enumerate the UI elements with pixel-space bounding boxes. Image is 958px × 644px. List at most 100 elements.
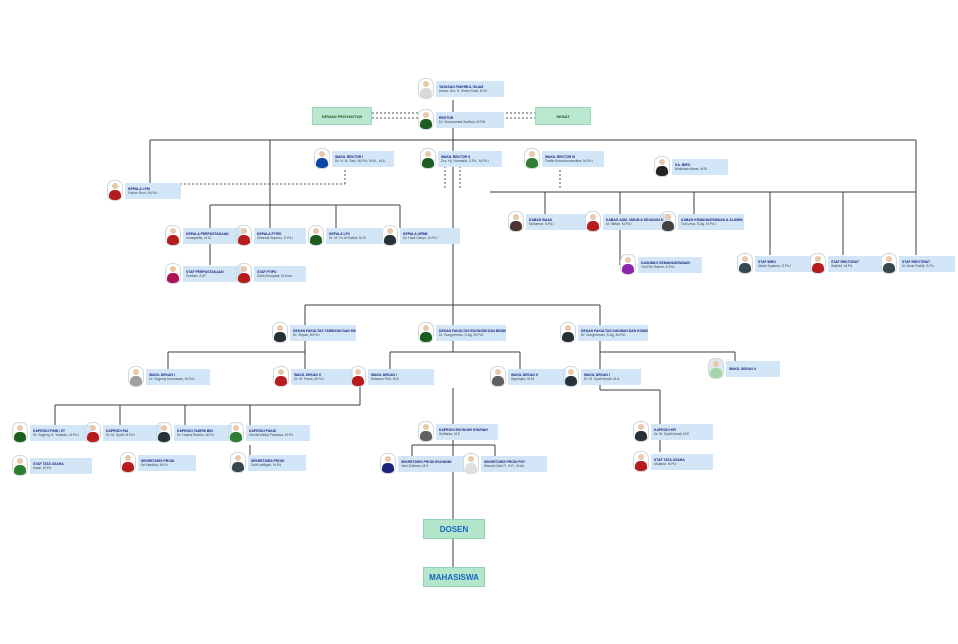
node-person: Dr. Husna Riadho, M.Pd <box>177 432 214 437</box>
node-box: WAKIL REKTOR II Drs. Hj. Nurmalia, S.Pd.… <box>438 150 502 167</box>
node-person: Wakhid, M.Pd <box>831 263 852 268</box>
node-kabiro: KA. BIRO Mukhlash Abrar, M.Si <box>654 156 728 177</box>
node-box: DEKAN FAKULTAS EKONOMI DAN BISNIS ISLAM … <box>436 324 506 341</box>
node-box: SEKRETARIS PRODI PSY Wanda Diah P., S.E.… <box>481 455 547 472</box>
node-person: Dr. Sunghirman, S.Ag, M.Pd.I <box>439 332 484 337</box>
node-box: REKTOR Dr. Muhammad Sulthon, M.PdI <box>436 111 504 128</box>
node-title: KAPRODI PAI <box>106 428 128 433</box>
node-person: Sulfi Latifiyah, M.Pd <box>251 462 281 467</box>
node-box: KA. BIRO Mukhlash Abrar, M.Si <box>672 158 728 175</box>
node-person: Saprinjan, M.M. <box>511 376 535 381</box>
node-person: Dr. Hadi Cahyo, M.Pd.I <box>403 235 438 240</box>
node-kepala-perpustakaan: KEPALA PERPUSTAKAAN Inmayatilla, M.Si <box>165 225 243 246</box>
node-title: KEPALA UPBM <box>403 231 428 236</box>
node-box: KABAG ADM. UMUM & KEUANGAN M. Miftah, M.… <box>603 213 671 230</box>
person-avatar <box>128 366 144 387</box>
node-dekan-fdki: DEKAN FAKULTAS DAKWAH DAN KOMUNIKASI ISL… <box>560 322 648 343</box>
node-box: STAF REKTORAT M. Ainal Fadhil, S.Pd <box>899 255 955 272</box>
node-box: WAKIL REKTOR I Dr. H. M. Zaki, M.Pd.I, M… <box>332 150 394 167</box>
node-person: Sulfianto, M.E <box>439 431 461 436</box>
person-avatar <box>12 455 28 476</box>
person-avatar <box>524 148 540 169</box>
node-title: SEKRETARIS PRODI PSY <box>484 459 526 464</box>
node-person: Dr. Muhammad Sulthon, M.PdI <box>439 119 486 124</box>
senat-box: SENAT <box>535 107 591 125</box>
person-avatar <box>228 422 244 443</box>
node-staf-rektorat-2: STAF REKTORAT M. Ainal Fadhil, S.Pd <box>881 253 955 274</box>
node-title: DEKAN FAKULTAS TARBIYAH DAN KEGURUAN <box>293 328 356 333</box>
node-person: M. Ainal Fadhil, S.Pd <box>902 263 934 268</box>
node-title: WAKIL DEKAN I <box>584 372 610 377</box>
node-kaprodi-pgmi: KAPRODI PGMI / IIT Dr. Sugeng H. Yuliant… <box>12 422 92 443</box>
node-title: REKTOR <box>439 115 454 120</box>
node-wakil-rektor-3: WAKIL REKTOR III Fadila Kusuma warsitha,… <box>524 148 604 169</box>
node-box: YAYASAN FAKHRUL ISLAM Ketua: Drs. H. Ilh… <box>436 80 504 97</box>
person-avatar <box>314 148 330 169</box>
node-title: WAKIL REKTOR I <box>335 154 363 159</box>
node-box: KABAG BAAK Mu'tamar, S.Pd.I <box>526 213 586 230</box>
person-avatar <box>810 253 826 274</box>
node-title: WAKIL DEKAN II <box>294 372 321 377</box>
node-box: STAF TATA USAHA Mujahid, M.Pd <box>651 453 713 470</box>
node-wakil-dekan-2-ftik: WAKIL DEKAN II Dr. M. Faruk, M.Pd.I <box>273 366 353 387</box>
dewan-penyantun-box: DEWAN PENYANTUN <box>312 107 372 125</box>
node-title: KEPALA PTIPD <box>257 231 282 236</box>
node-staf-tata-usaha-1: STAF TATA USAHA Ihsan, M.Pd <box>12 455 92 476</box>
node-person: Ihsan, M.Pd <box>33 465 52 470</box>
person-avatar <box>308 225 324 246</box>
node-sekretaris-prodi-psy: SEKRETARIS PRODI PSY Wanda Diah P., S.E.… <box>463 453 547 474</box>
node-person: Dr. M. Syafi Ismail, M.A <box>584 376 620 381</box>
node-sekretaris-prodi-2: SEKRETARIS PRODI Sulfi Latifiyah, M.Pd <box>230 452 306 473</box>
node-box: KASUBAG KEMAHASISWAAN Yuli Fitri Rahmi, … <box>638 256 702 273</box>
node-staf-ptipd: STAF PTIPD Zaini Khusyadi, M.Kom. <box>236 263 306 284</box>
node-person: Tuti Lesa, S.Ag, M.Pd.I <box>681 221 716 226</box>
node-rektor: REKTOR Dr. Muhammad Sulthon, M.PdI <box>418 109 504 130</box>
node-staf-biro: STAF BIRO Abdul Syakum, S.Pd.I <box>737 253 811 274</box>
node-title: DEKAN FAKULTAS DAKWAH DAN KOMUNIKASI ISL… <box>581 328 648 333</box>
node-kaprodi-pai: KAPRODI PAI Dr. M. Syafi, M.Pd.I <box>85 422 161 443</box>
person-avatar <box>12 422 28 443</box>
node-staf-perpustakaan: STAF PERPUSTAKAAN Ferdian, S.IP <box>165 263 243 284</box>
node-title: DEKAN FAKULTAS EKONOMI DAN BISNIS ISLAM <box>439 328 506 333</box>
node-box: WAKIL DEKAN I Ikhsanul Fikri, M.E. <box>368 368 434 385</box>
node-person: Ketua: Drs. H. Ilham Sholi, M.Si <box>439 88 487 93</box>
node-title: KEPALA LP2 <box>329 231 350 236</box>
node-box: SEKRETARIS PRODI Sulfi Latifiyah, M.Pd <box>248 454 306 471</box>
person-avatar <box>380 453 396 474</box>
node-person: Dr. M. Syafi, M.Pd.I <box>106 432 136 437</box>
node-kabag-baak: KABAG BAAK Mu'tamar, S.Pd.I <box>508 211 586 232</box>
node-staf-tata-usaha-kpi: STAF TATA USAHA Mujahid, M.Pd <box>633 451 713 472</box>
node-kasubag: KASUBAG KEMAHASISWAAN Yuli Fitri Rahmi, … <box>620 254 702 275</box>
node-person: Zaini Khusyadi, M.Kom. <box>257 273 293 278</box>
node-person: Dr. Sugeng Kurniawan, M.Pd.I <box>149 376 195 381</box>
person-avatar <box>418 421 434 442</box>
node-title: STAF TATA USAHA <box>654 457 685 462</box>
node-title: STAF REKTORAT <box>902 259 931 264</box>
node-box: KEPALA PERPUSTAKAAN Inmayatilla, M.Si <box>183 227 243 244</box>
node-title: SEKRETARIS PRODI <box>251 458 285 463</box>
node-person: Abdul Syakum, S.Pd.I <box>758 263 791 268</box>
person-avatar <box>350 366 366 387</box>
node-dekan-ftik: DEKAN FAKULTAS TARBIYAH DAN KEGURUAN Dr.… <box>272 322 356 343</box>
node-title: KEPALA LPM <box>128 186 150 191</box>
node-title: KAPRODI PGMI / IIT <box>33 428 66 433</box>
node-sekretaris-prodi-ekonomi: SEKRETARIS PRODI EKONOMI Yani Zulfiana, … <box>380 453 464 474</box>
person-avatar <box>230 452 246 473</box>
person-avatar <box>165 263 181 284</box>
node-box: KAPRODI KPI Dr. M. Syafi Ismail, M.E <box>651 423 713 440</box>
node-kaprodi-tbi: KAPRODI TADRIS BIN Dr. Husna Riadho, M.P… <box>156 422 232 443</box>
node-title: KABAG BAAK <box>529 217 553 222</box>
person-avatar <box>463 453 479 474</box>
node-title: KEPALA PERPUSTAKAAN <box>186 231 229 236</box>
node-wakil-dekan-1-ftik: WAKIL DEKAN I Dr. Sugeng Kurniawan, M.Pd… <box>128 366 210 387</box>
node-wakil-dekan-1-fdki: WAKIL DEKAN I Dr. M. Syafi Ismail, M.A <box>563 366 641 387</box>
node-box: WAKIL DEKAN I Dr. Sugeng Kurniawan, M.Pd… <box>146 368 210 385</box>
node-box: STAF TATA USAHA Ihsan, M.Pd <box>30 457 92 474</box>
node-kepala-lp2m: KEPALA LP2 Dr. M. Fu Al Hafidz, M.Si <box>308 225 382 246</box>
node-box: WAKIL DEKAN II <box>726 360 780 377</box>
node-title: KASUBAG KEMAHASISWAAN <box>641 260 690 265</box>
node-box: WAKIL DEKAN I Dr. M. Syafi Ismail, M.A <box>581 368 641 385</box>
node-box: WAKIL REKTOR III Fadila Kusuma warsitha,… <box>542 150 604 167</box>
node-box: KEPALA LPM Fahrur Rozi, M.Pd.I <box>125 182 181 199</box>
node-person: Ferdian, S.IP <box>186 273 206 278</box>
